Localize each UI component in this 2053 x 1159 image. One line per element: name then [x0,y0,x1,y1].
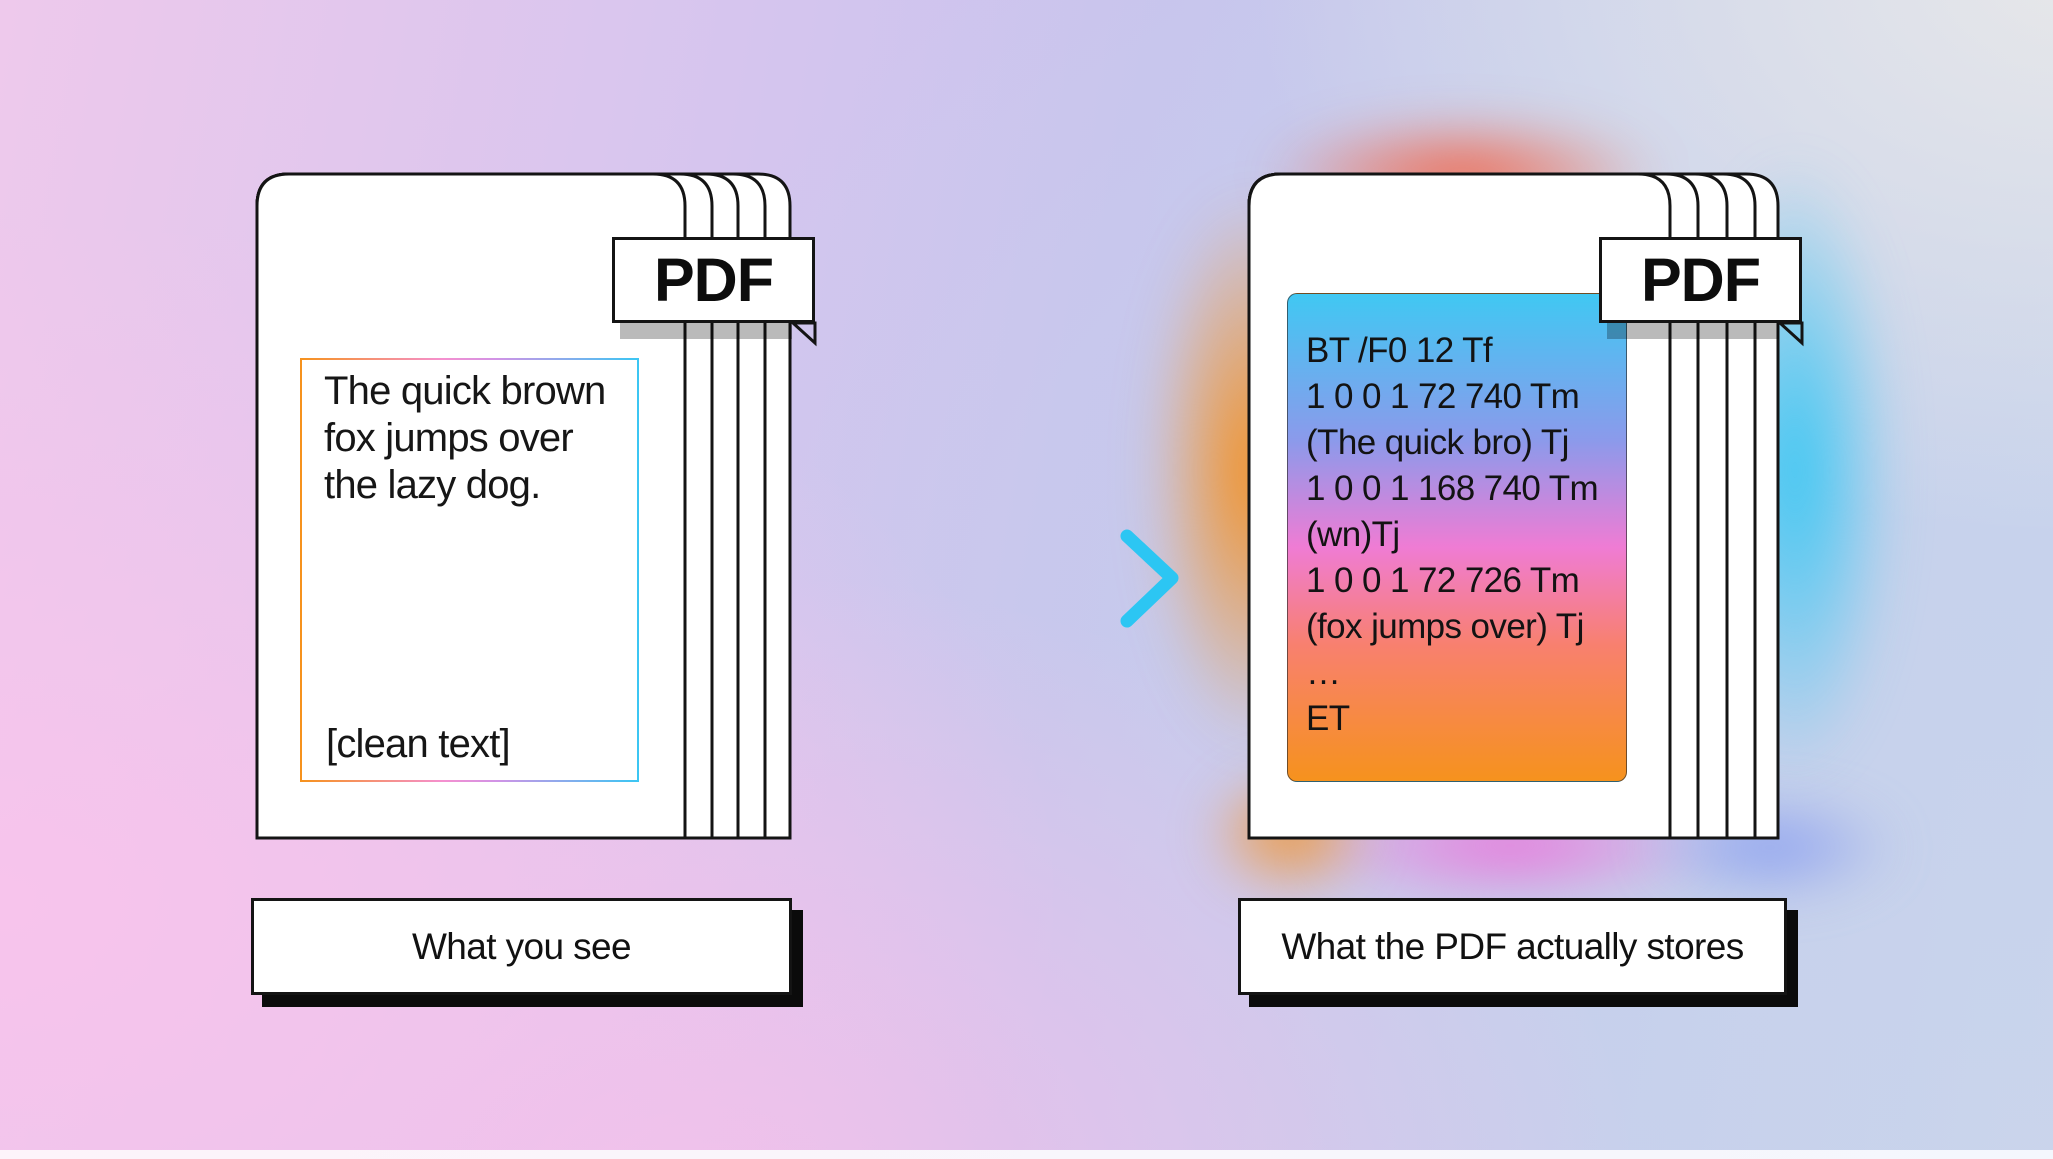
bottom-edge-strip [0,1150,2053,1159]
pdf-code-block: BT /F0 12 Tf 1 0 0 1 72 740 Tm (The quick … [1287,293,1627,782]
arrow-icon [837,529,1179,628]
caption-label: What the PDF actually stores [1281,925,1744,967]
pdf-badge-label: PDF [1641,246,1761,314]
text-line: … [1306,653,1341,692]
caption-what-you-see: What you see [251,898,792,995]
text-line: (fox jumps over) Tj [1306,607,1584,646]
text-line: The quick brown [324,369,606,413]
text-line: fox jumps over [324,416,574,460]
pdf-badge-shadow [620,322,792,339]
pdf-operators-text: BT /F0 12 Tf 1 0 0 1 72 740 Tm (The quick … [1306,328,1626,742]
text-line: 1 0 0 1 72 740 Tm [1306,377,1580,416]
pdf-badge: PDF [1599,237,1802,323]
caption-label: What you see [411,925,632,967]
folded-corner-icon [1778,321,1804,347]
text-line: the lazy dog. [324,463,541,507]
pdf-badge-label: PDF [654,246,774,314]
pdf-badge-shadow [1607,322,1779,339]
text-line: ET [1306,699,1350,738]
clean-text-note: [clean text] [326,722,511,766]
text-line: 1 0 0 1 72 726 Tm [1306,561,1580,600]
caption-what-pdf-stores: What the PDF actually stores [1238,898,1787,995]
text-line: 1 0 0 1 168 740 Tm [1306,469,1599,508]
folded-corner-icon [791,321,817,347]
text-line: (wn)Tj [1306,515,1400,554]
text-line: (The quick bro) Tj [1306,423,1569,462]
text-line: BT /F0 12 Tf [1306,331,1493,370]
pdf-badge: PDF [612,237,815,323]
